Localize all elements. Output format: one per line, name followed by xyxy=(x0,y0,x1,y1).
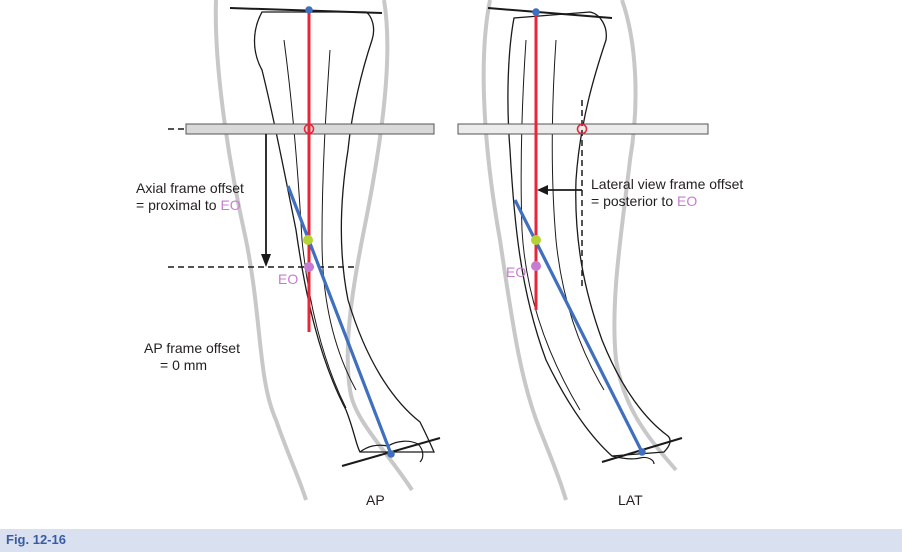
lat-offset-arrowhead xyxy=(537,185,548,195)
lat-bone-inner-outline xyxy=(520,39,605,411)
lat-frame-ring xyxy=(457,123,709,135)
lateral-offset-label: Lateral view frame offset = posterior to… xyxy=(591,176,743,210)
ap-offset-label-line1: AP frame offset xyxy=(144,340,240,356)
ap-knee-center-point xyxy=(305,6,313,14)
ap-ankle-center-point xyxy=(387,450,395,458)
lateral-offset-label-prefix: = posterior to xyxy=(591,193,674,209)
axial-offset-label-prefix: = proximal to xyxy=(136,197,217,213)
lat-knee-center-point xyxy=(532,8,540,16)
ap-intersection-point xyxy=(303,235,313,245)
ap-view-label: AP xyxy=(366,492,385,508)
ap-offset-label-line2: = 0 mm xyxy=(160,357,208,373)
lat-soft-tissue-right xyxy=(612,0,678,472)
axial-offset-label-line2: = proximal to EO xyxy=(136,197,244,214)
ap-view-panel xyxy=(168,0,441,501)
ap-bone-inner-outline xyxy=(283,39,357,409)
figure-caption-bar: Fig. 12-16 xyxy=(0,529,902,552)
ap-eo-label: EO xyxy=(278,271,299,287)
axial-offset-label-line1: Axial frame offset xyxy=(136,180,244,196)
lat-knee-joint-line xyxy=(487,7,613,19)
lateral-offset-eo-label: EO xyxy=(677,193,698,209)
lat-view-panel xyxy=(457,0,709,501)
lat-ankle-center-point xyxy=(638,448,646,456)
ap-ankle-outline xyxy=(359,440,424,463)
lateral-offset-label-line1: Lateral view frame offset xyxy=(591,176,744,192)
ap-bone-outer-outline xyxy=(253,11,435,453)
ap-axial-offset-arrowhead xyxy=(261,254,271,267)
axial-offset-label: Axial frame offset = proximal to EO xyxy=(136,180,244,214)
lat-soft-tissue-left xyxy=(481,0,568,501)
ap-anatomic-axis-line xyxy=(286,185,393,455)
lat-intersection-point xyxy=(531,235,541,245)
figure-caption: Fig. 12-16 xyxy=(6,532,66,547)
lat-bone-outer-outline xyxy=(507,11,671,457)
ap-offset-label: AP frame offset = 0 mm xyxy=(144,340,240,374)
ap-ring-center-marker xyxy=(303,123,315,135)
lat-view-label: LAT xyxy=(618,492,643,508)
lat-eo-point xyxy=(531,261,541,271)
ap-soft-tissue-left xyxy=(213,0,308,501)
ap-soft-tissue-right xyxy=(345,0,414,492)
lat-eo-label: EO xyxy=(506,264,527,280)
lateral-offset-label-line2: = posterior to EO xyxy=(591,193,743,210)
ap-eo-point xyxy=(304,262,314,272)
axial-offset-eo-label: EO xyxy=(220,197,241,213)
lat-ring-center-marker xyxy=(576,123,588,135)
